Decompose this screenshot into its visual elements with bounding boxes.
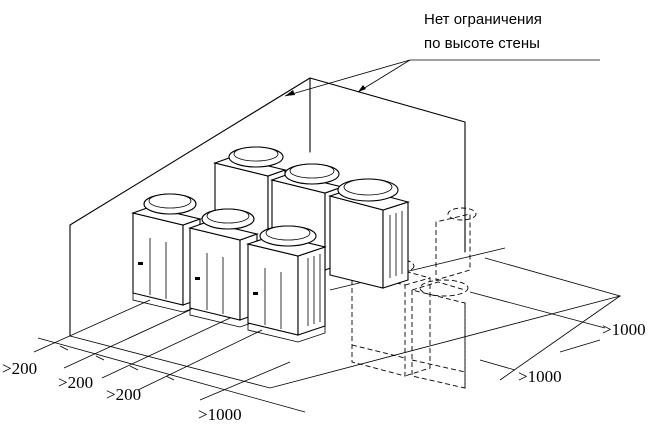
note-callout: Нет ограничения по высоте стены [284, 11, 600, 97]
right-clearance-label-upper: >1000 [602, 320, 646, 339]
front-row-units [131, 193, 327, 343]
front-clearance-label: >1000 [198, 405, 242, 424]
service-space-outline [351, 207, 477, 389]
outdoor-unit-front-1 [131, 193, 202, 313]
dimension-lines [33, 291, 621, 413]
wall-outline [69, 77, 466, 337]
dimension-labels: >200 >200 >200 >1000 >1000 >1000 [2, 320, 646, 424]
note-line-2: по высоте стены [424, 35, 540, 52]
gap-label-1: >200 [2, 359, 37, 378]
floor-clearance-zone [69, 247, 622, 389]
coil-grille [389, 211, 403, 278]
outdoor-unit-back-3 [328, 178, 410, 289]
right-clearance-label-lower: >1000 [518, 367, 562, 386]
outdoor-unit-front-3 [246, 225, 327, 343]
gap-label-2: >200 [58, 373, 93, 392]
gap-label-3: >200 [106, 385, 141, 404]
coil-grille [307, 254, 321, 326]
note-line-1: Нет ограничения [424, 11, 542, 28]
